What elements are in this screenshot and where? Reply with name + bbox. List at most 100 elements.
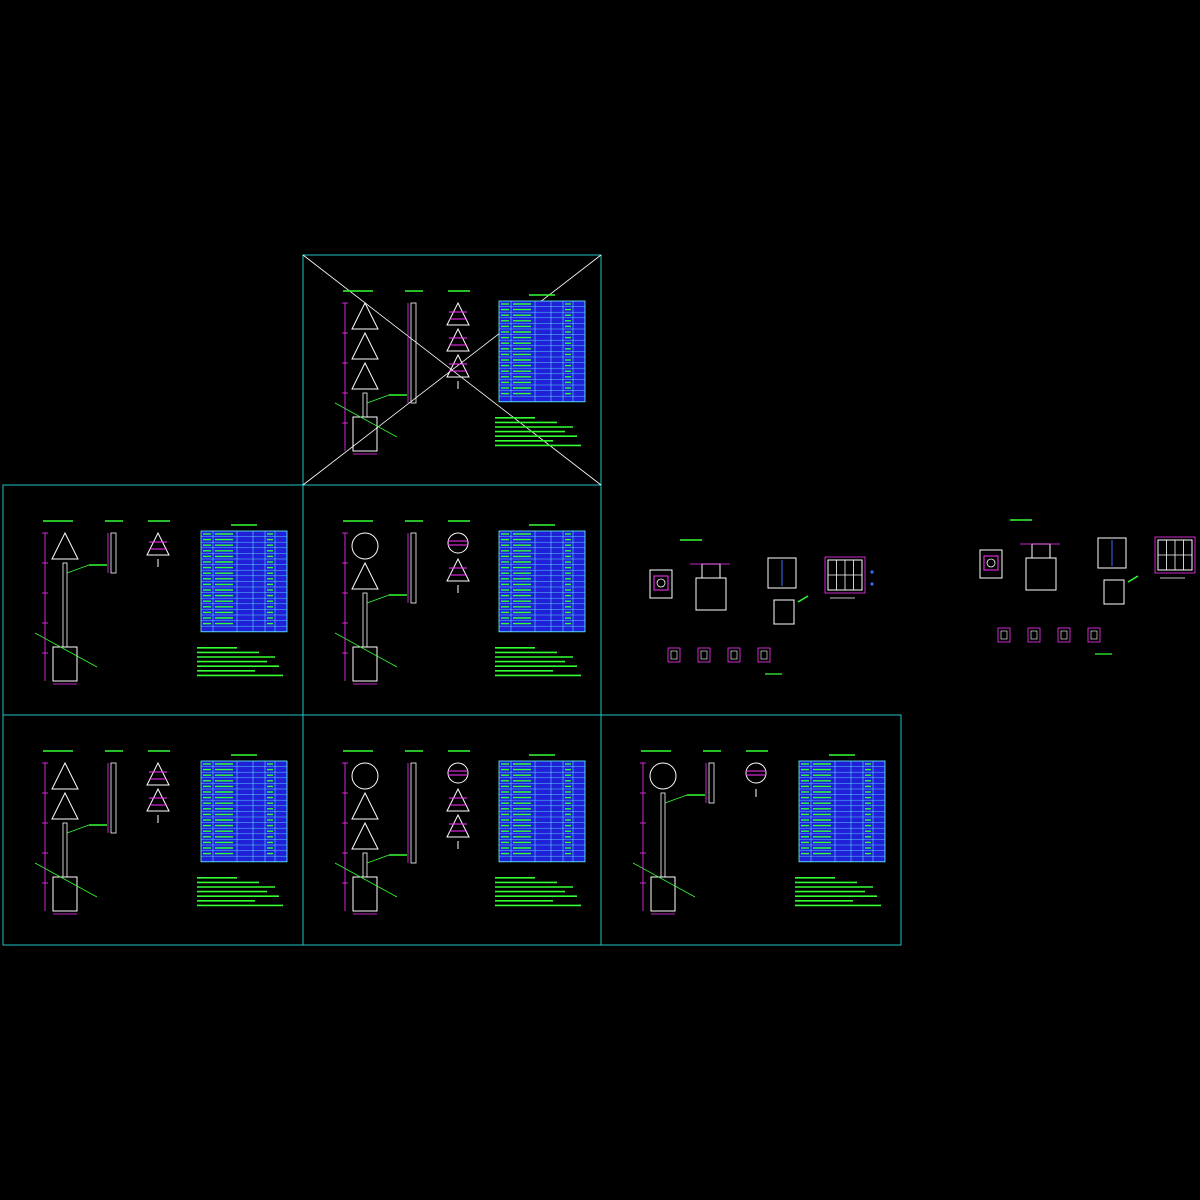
back-circle-sign xyxy=(447,762,469,784)
side-view-panel xyxy=(410,302,417,404)
back-triangle-sign xyxy=(146,787,170,812)
post-section xyxy=(656,578,666,588)
back-frame xyxy=(1097,537,1127,569)
foundation-block xyxy=(352,876,378,912)
frame-footing xyxy=(773,599,795,625)
side-view-panel xyxy=(708,762,715,804)
sign-post xyxy=(660,792,666,878)
back-frame xyxy=(767,557,797,589)
foundation-block xyxy=(650,876,676,912)
post-section xyxy=(986,558,996,568)
callout-leader xyxy=(664,794,688,804)
back-triangle-sign xyxy=(146,531,170,556)
section-detail-core xyxy=(730,650,738,660)
triangle-sign xyxy=(351,361,379,390)
circle-sign xyxy=(351,762,379,790)
ground-line xyxy=(334,632,398,668)
section-detail-core xyxy=(1090,630,1098,640)
ground-line xyxy=(34,632,98,668)
triangle-sign xyxy=(351,791,379,820)
anchor-plate xyxy=(983,555,999,571)
sheet-mid-center xyxy=(334,520,586,685)
sheet-bottom-center xyxy=(334,750,586,915)
frame-footing xyxy=(1103,579,1125,605)
circle-sign xyxy=(351,532,379,560)
side-view-panel xyxy=(410,532,417,604)
section-detail-core xyxy=(1060,630,1068,640)
foundation-block xyxy=(52,646,78,682)
callout-leader xyxy=(66,824,90,834)
triangle-sign xyxy=(51,531,79,560)
sign-post xyxy=(362,592,368,648)
anchor-plate xyxy=(653,575,669,591)
sign-post xyxy=(362,852,368,878)
section-detail xyxy=(727,647,741,663)
section-detail-core xyxy=(670,650,678,660)
section-detail-core xyxy=(700,650,708,660)
callout-leader xyxy=(366,394,390,404)
grid-frame-outline xyxy=(824,556,866,594)
sheet-bottom-left xyxy=(34,750,288,915)
back-triangle-sign xyxy=(446,557,470,582)
back-circle-sign xyxy=(447,532,469,554)
sign-post xyxy=(62,822,68,878)
ground-line xyxy=(34,862,98,898)
sheet-bottom-right xyxy=(632,750,886,915)
section-detail xyxy=(697,647,711,663)
ground-line xyxy=(632,862,696,898)
detail-group-1 xyxy=(649,539,874,675)
section-marker xyxy=(870,582,874,586)
sign-post xyxy=(362,392,368,418)
back-triangle-sign xyxy=(446,301,470,326)
side-view-panel xyxy=(110,532,117,574)
sheet-frame xyxy=(600,714,902,946)
post-stub xyxy=(1031,543,1051,559)
circle-sign xyxy=(649,762,677,790)
callout-leader xyxy=(66,564,90,574)
foundation-block xyxy=(52,876,78,912)
callout-leader xyxy=(366,854,390,864)
callout-leader xyxy=(366,594,390,604)
section-detail xyxy=(1027,627,1041,643)
base-plate xyxy=(979,549,1003,579)
section-detail xyxy=(997,627,1011,643)
section-detail-core xyxy=(1000,630,1008,640)
detail-drawings xyxy=(649,519,1196,675)
section-detail-core xyxy=(760,650,768,660)
foundation-block xyxy=(352,646,378,682)
section-detail xyxy=(667,647,681,663)
back-triangle-sign xyxy=(446,353,470,378)
section-detail xyxy=(1087,627,1101,643)
sheet-mid-left xyxy=(34,520,288,685)
sign-post xyxy=(62,562,68,648)
triangle-sign xyxy=(351,331,379,360)
back-triangle-sign xyxy=(446,327,470,352)
section-detail-core xyxy=(1030,630,1038,640)
callout-text xyxy=(1127,575,1139,583)
side-view-panel xyxy=(110,762,117,834)
back-triangle-sign xyxy=(146,761,170,786)
grid-frame-outline xyxy=(1154,536,1196,574)
back-triangle-sign xyxy=(446,813,470,838)
base-plate xyxy=(649,569,673,599)
sign-sheets xyxy=(34,254,886,915)
back-circle-sign xyxy=(745,762,767,784)
section-detail xyxy=(1057,627,1071,643)
triangle-sign xyxy=(351,561,379,590)
sheet-frames xyxy=(2,254,902,946)
sheet-top xyxy=(302,254,602,486)
post-stub xyxy=(701,563,721,579)
triangle-sign xyxy=(51,761,79,790)
side-view-panel xyxy=(410,762,417,864)
callout-text xyxy=(797,595,809,603)
back-triangle-sign xyxy=(446,787,470,812)
triangle-sign xyxy=(351,821,379,850)
footing xyxy=(1025,557,1057,591)
triangle-sign xyxy=(51,791,79,820)
footing xyxy=(695,577,727,611)
section-marker xyxy=(870,570,874,574)
section-detail xyxy=(757,647,771,663)
triangle-sign xyxy=(351,301,379,330)
foundation-block xyxy=(352,416,378,452)
